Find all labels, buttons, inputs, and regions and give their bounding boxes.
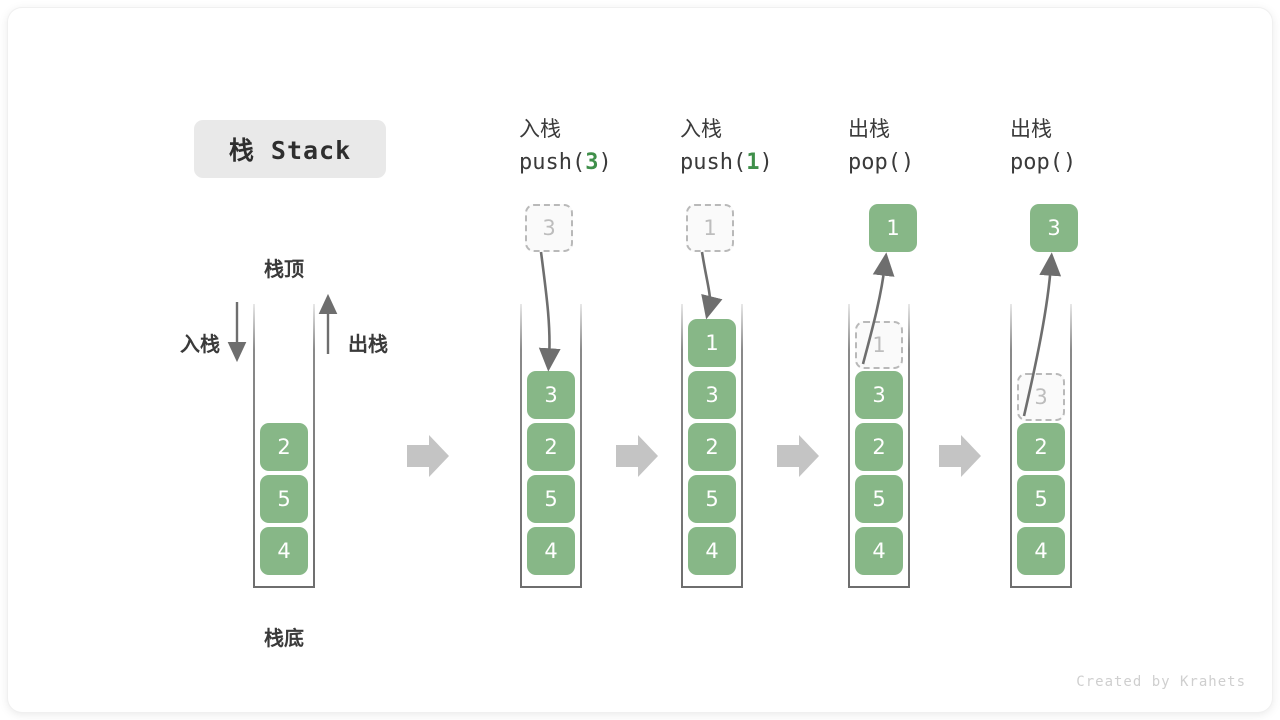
stack-container-initial [253,304,315,588]
stack-cell: 5 [855,475,903,523]
operation-name-cn: 入栈 [519,117,561,141]
stack-container-push-3 [520,304,582,588]
stack-wall-left [681,304,683,588]
stack-wall-right [313,304,315,588]
operation-code: push(1) [680,146,773,180]
code-prefix: push( [680,149,747,175]
pop-direction-label: 出栈 [348,332,388,356]
code-prefix: pop( [848,149,901,175]
step-arrow [616,435,658,477]
page-title: 栈 Stack [194,120,386,178]
stack-cell: 3 [855,371,903,419]
column-header-pop-1: 出栈 pop() [848,113,914,180]
ghost-cell-removed: 1 [855,321,903,369]
ghost-cell-incoming: 3 [525,204,573,252]
stack-container-pop-3 [1010,304,1072,588]
code-suffix: ) [1062,149,1077,175]
stack-cell: 4 [260,527,308,575]
stack-wall-bottom [520,586,582,588]
push-motion-arrow-2 [700,251,723,320]
stack-cell: 2 [688,423,736,471]
code-argument: 3 [585,149,599,175]
stack-wall-right [741,304,743,588]
code-prefix: push( [519,149,586,175]
code-suffix: ) [759,149,773,175]
stack-wall-bottom [681,586,743,588]
popped-cell: 1 [869,204,917,252]
diagram-canvas: 栈 Stack 栈顶 栈底 入栈 出栈 2 5 4 入栈 push(3) 3 3… [8,8,1272,712]
ghost-cell-removed: 3 [1017,373,1065,421]
code-prefix: pop( [1010,149,1063,175]
stack-wall-left [520,304,522,588]
stack-wall-left [848,304,850,588]
stack-cell: 5 [1017,475,1065,523]
stack-cell: 4 [855,527,903,575]
operation-code: push(3) [519,146,612,180]
stack-wall-left [1010,304,1012,588]
stack-cell: 4 [1017,527,1065,575]
stack-bottom-label: 栈底 [264,626,304,650]
stack-cell: 2 [1017,423,1065,471]
code-argument: 1 [746,149,760,175]
stack-cell: 5 [688,475,736,523]
step-arrow [939,435,981,477]
stack-wall-bottom [848,586,910,588]
stack-container-pop-1 [848,304,910,588]
popped-cell: 3 [1030,204,1078,252]
operation-code: pop() [1010,146,1076,180]
stack-cell: 5 [260,475,308,523]
column-header-push-1: 入栈 push(1) [680,113,773,180]
code-suffix: ) [598,149,612,175]
stack-cell: 1 [688,319,736,367]
arrows-overlay [227,251,1062,477]
push-direction-label: 入栈 [180,332,220,356]
stack-container-push-1 [681,304,743,588]
stack-cell: 2 [855,423,903,471]
stack-wall-right [580,304,582,588]
stack-cell: 3 [527,371,575,419]
stack-cell: 4 [688,527,736,575]
operation-name-cn: 出栈 [1010,117,1052,141]
operation-name-cn: 入栈 [680,117,722,141]
operation-code: pop() [848,146,914,180]
code-suffix: ) [900,149,915,175]
stack-wall-right [908,304,910,588]
stack-wall-bottom [253,586,315,588]
stack-wall-right [1070,304,1072,588]
ghost-cell-incoming: 1 [686,204,734,252]
step-arrow [777,435,819,477]
stack-cell: 5 [527,475,575,523]
column-header-push-3: 入栈 push(3) [519,113,612,180]
watermark: Created by Krahets [1076,674,1246,690]
stack-wall-bottom [1010,586,1072,588]
step-arrow [407,435,449,477]
stack-cell: 2 [527,423,575,471]
stack-cell: 4 [527,527,575,575]
stack-top-label: 栈顶 [264,257,304,281]
stack-wall-left [253,304,255,588]
stack-cell: 2 [260,423,308,471]
operation-name-cn: 出栈 [848,117,890,141]
column-header-pop-3: 出栈 pop() [1010,113,1076,180]
stack-cell: 3 [688,371,736,419]
